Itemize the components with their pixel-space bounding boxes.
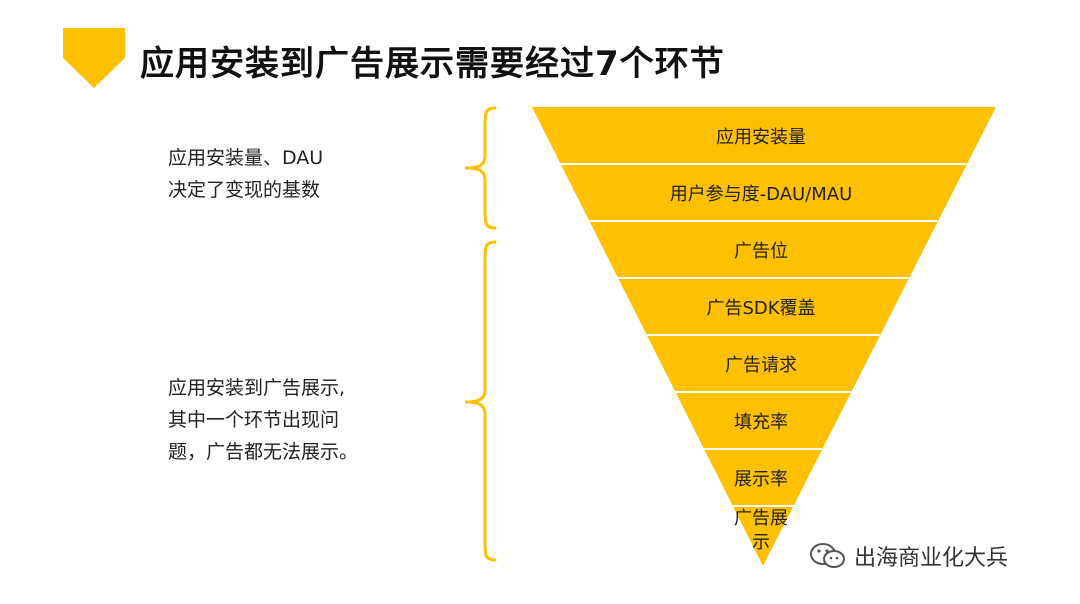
side-note-line: 应用安装量、DAU [168,147,324,169]
funnel-step-label: 应用安装量 [716,126,806,148]
side-note-line: 应用安装到广告展示, [168,377,346,399]
funnel-step-label: 广告展示 [734,508,788,553]
brace-bottom [464,240,497,562]
funnel-step-label: 用户参与度-DAU/MAU [669,183,853,205]
funnel-step-label: 广告SDK覆盖 [706,297,816,319]
funnel-step-label: 填充率 [734,411,788,433]
side-note-base: 应用安装量、DAU 决定了变现的基数 [168,142,323,206]
side-note-line: 题，广告都无法展示。 [168,441,359,463]
side-note-line: 决定了变现的基数 [168,179,321,201]
page-title: 应用安装到广告展示需要经过7个环节 [140,44,725,84]
funnel-step-label: 广告请求 [725,354,797,376]
funnel-shape [532,107,996,566]
side-note-display: 应用安装到广告展示, 其中一个环节出现问 题，广告都无法展示。 [168,372,358,468]
brace-top [464,106,497,230]
watermark: 出海商业化大兵 [808,540,1008,572]
watermark-text: 出海商业化大兵 [854,546,1009,571]
funnel-step-label: 展示率 [734,468,788,490]
wechat-icon [810,543,845,568]
funnel-step-label: 广告位 [734,240,788,262]
side-note-line: 其中一个环节出现问 [168,409,340,431]
title-marker-icon [63,28,125,88]
funnel-dividers [559,163,967,507]
